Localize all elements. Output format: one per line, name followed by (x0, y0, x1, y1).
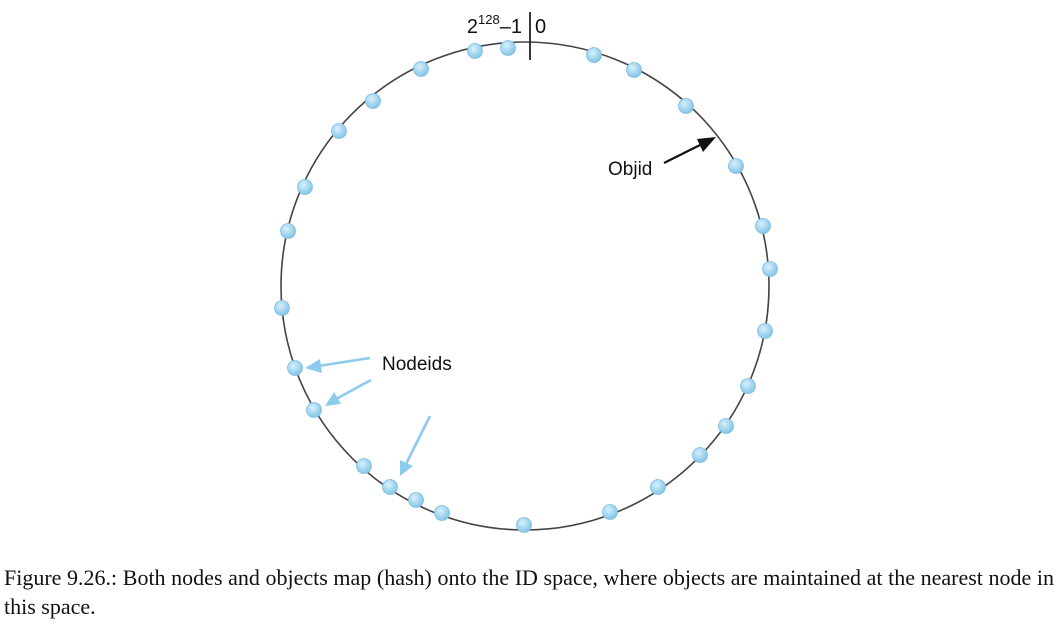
node-dot (467, 43, 483, 59)
node-dot (408, 492, 424, 508)
max-id-base: 2 (467, 16, 478, 38)
node-dot (365, 93, 381, 109)
node-dots (274, 40, 778, 533)
objid-arrow (663, 137, 716, 164)
max-id-label: 2128–1 (467, 12, 522, 38)
node-dot (413, 61, 429, 77)
node-dot (280, 223, 296, 239)
node-dot (274, 300, 290, 316)
node-dot (650, 479, 666, 495)
node-dot (728, 158, 744, 174)
node-dot (626, 62, 642, 78)
node-dot (757, 323, 773, 339)
node-dot (500, 40, 516, 56)
node-dot (287, 360, 303, 376)
node-dot (718, 418, 734, 434)
node-dot (306, 402, 322, 418)
node-dot (692, 447, 708, 463)
figure-caption: Figure 9.26.: Both nodes and objects map… (4, 565, 1054, 619)
nodeid-pointer-arrow (305, 356, 371, 373)
node-dot (382, 479, 398, 495)
node-dot (602, 504, 618, 520)
node-dot (434, 505, 450, 521)
node-dot (297, 179, 313, 195)
node-dot (356, 458, 372, 474)
max-id-suffix: –1 (500, 16, 522, 38)
max-id-exponent: 128 (478, 12, 500, 27)
nodeid-pointer-arrow (400, 415, 432, 476)
objid-label: Objid (608, 159, 652, 180)
id-space-ring-diagram: 2128–1 0 Objid Nod (274, 12, 778, 533)
nodeids-label: Nodeids (382, 354, 452, 375)
node-dot (331, 123, 347, 139)
node-dot (516, 517, 532, 533)
node-dot (755, 218, 771, 234)
zero-id-label: 0 (535, 16, 546, 38)
node-dot (586, 47, 602, 63)
node-dot (762, 261, 778, 277)
node-dot (678, 98, 694, 114)
node-dot (740, 378, 756, 394)
nodeid-pointer-arrow (325, 378, 372, 406)
